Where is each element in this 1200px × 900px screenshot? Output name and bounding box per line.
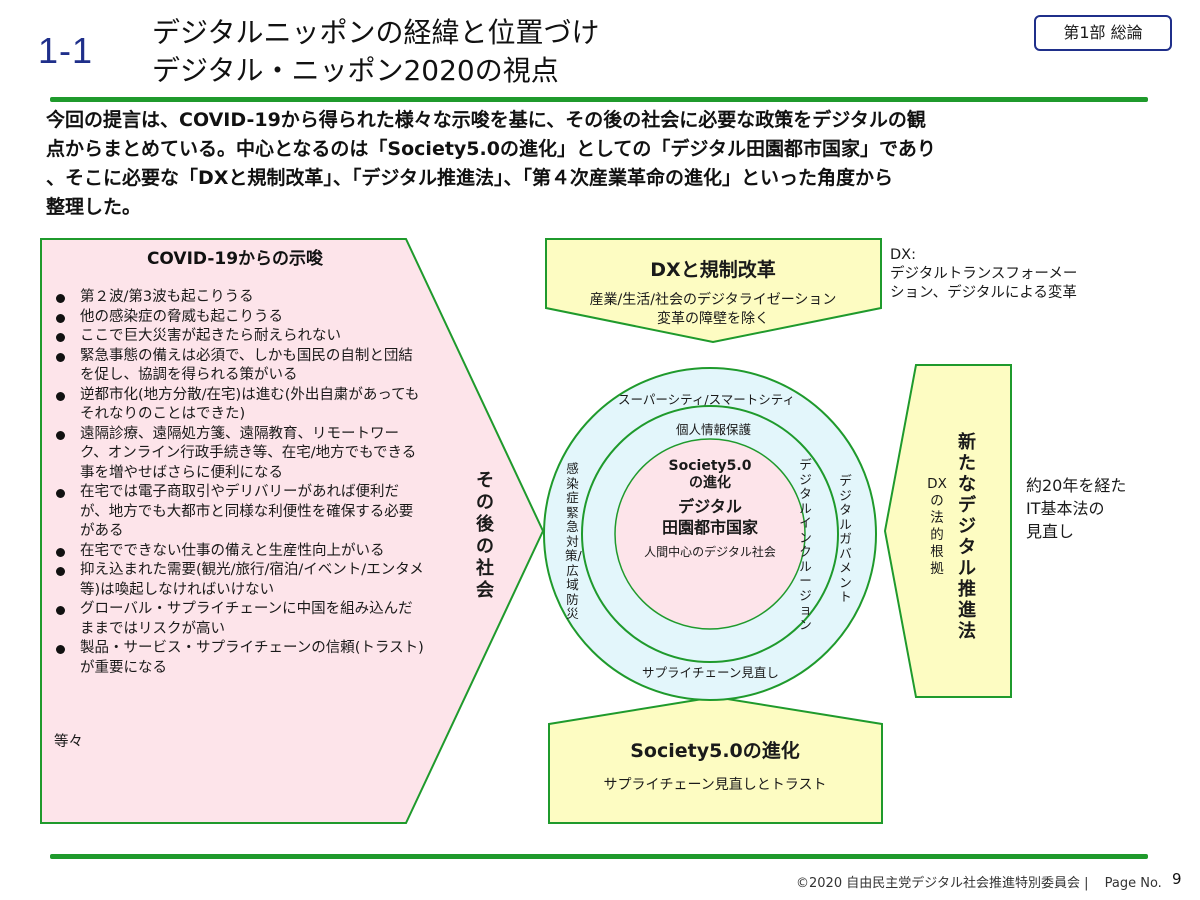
page-label: Page No.	[1104, 876, 1162, 891]
center-human-label: 人間中心のデジタル社会	[644, 545, 776, 559]
intro-line: 今回の提言は、COVID-19から得られた様々な示唆を基に、その後の社会に必要な…	[46, 109, 926, 131]
section-number: 1-1	[38, 30, 94, 71]
covid-etc: 等々	[54, 734, 83, 750]
part-badge: 第1部 総論	[1034, 15, 1172, 51]
top-divider	[50, 97, 1148, 102]
dx-note-line: デジタルトランスフォーメー	[890, 266, 1078, 282]
footer-copyright: ©2020 自由民主党デジタル社会推進特別委員会 | Page No.	[796, 872, 1162, 891]
middle-top-label: 個人情報保護	[676, 422, 752, 437]
dx-note: DX: デジタルトランスフォーメー ション、デジタルによる変革	[890, 246, 1140, 303]
outer-left-label: 感染症緊急対策/広域防災	[565, 461, 582, 621]
center-line: Society5.0	[668, 458, 752, 474]
list-item: 他の感染症の脅威も起こりうる	[54, 308, 426, 328]
intro-line: 、そこに必要な「DXと規制改革」、「デジタル推進法」、「第４次産業革命の進化」と…	[46, 167, 894, 189]
list-item: ここで巨大災害が起きたら耐えられない	[54, 327, 426, 347]
center-line: の進化	[689, 475, 731, 491]
concentric-diagram	[543, 367, 877, 701]
outer-right-label: デジタルガバメント	[839, 473, 852, 604]
intro-line: 点からまとめている。中心となるのは「Society5.0の進化」としての「デジタ…	[46, 138, 936, 160]
society5-description: サプライチェーン見直しとトラスト	[603, 777, 827, 793]
center-society-label: Society5.0 の進化	[640, 458, 780, 492]
dx-description: 産業/生活/社会のデジタライゼーション 変革の障壁を除く	[548, 291, 878, 329]
law-title: 新たなデジタル推進法	[958, 432, 976, 642]
list-item: 在宅でできない仕事の備えと生産性向上がいる	[54, 542, 426, 562]
intro-paragraph: 今回の提言は、COVID-19から得られた様々な示唆を基に、その後の社会に必要な…	[46, 106, 1156, 222]
dx-title: DXと規制改革	[650, 259, 776, 281]
page-title-line1: デジタルニッポンの経緯と位置づけ	[152, 16, 600, 49]
list-item: 緊急事態の備えは必須で、しかも国民の自制と団結を促し、協調を得られる策がいる	[54, 347, 426, 386]
outer-bottom-label: サプライチェーン見直し	[642, 665, 779, 680]
list-item: 在宅では電子商取引やデリバリーがあれば便利だが、地方でも大都市と同様な利便性を確…	[54, 483, 426, 542]
dx-box	[545, 238, 882, 343]
list-item: グローバル・サプライチェーンに中国を組み込んだままではリスクが高い	[54, 600, 426, 639]
it-note-line: IT基本法の	[1026, 499, 1105, 518]
covid-panel-title: COVID-19からの示唆	[146, 249, 324, 269]
page-title-line2: デジタル・ニッポン2020の視点	[152, 54, 559, 87]
page-number: 9	[1172, 870, 1182, 888]
dx-note-line: DX:	[890, 247, 916, 263]
center-line: デジタル	[678, 497, 742, 516]
it-note-line: 約20年を経た	[1026, 476, 1127, 495]
bottom-divider	[50, 854, 1148, 859]
covid-implications-list: 第２波/第3波も起こりうる 他の感染症の脅威も起こりうる ここで巨大災害が起きた…	[54, 288, 426, 678]
it-law-note: 約20年を経た IT基本法の 見直し	[1026, 474, 1176, 543]
center-line: 田園都市国家	[661, 518, 758, 537]
intro-line: 整理した。	[46, 196, 142, 218]
dx-note-line: ション、デジタルによる変革	[890, 285, 1077, 301]
list-item: 第２波/第3波も起こりうる	[54, 288, 426, 308]
inner-circle	[614, 438, 806, 630]
after-society-label: その後の社会	[476, 470, 494, 601]
covid-panel	[40, 238, 545, 824]
dx-desc-line: 変革の障壁を除く	[657, 311, 769, 327]
center-digital-label: デジタル 田園都市国家	[620, 496, 800, 538]
dx-desc-line: 産業/生活/社会のデジタライゼーション	[589, 292, 837, 308]
law-subtitle: DXの法的根拠	[927, 476, 947, 577]
society5-box	[548, 696, 883, 824]
list-item: 抑え込まれた需要(観光/旅行/宿泊/イベント/エンタメ等)は喚起しなければいけな…	[54, 561, 426, 600]
outer-top-label: スーパーシティ/スマートシティ	[618, 392, 795, 407]
law-box	[884, 364, 1012, 698]
list-item: 遠隔診療、遠隔処方箋、遠隔教育、リモートワーク、オンライン行政手続き等、在宅/地…	[54, 425, 426, 484]
it-note-line: 見直し	[1026, 522, 1075, 541]
list-item: 製品・サービス・サプライチェーンの信頼(トラスト)が重要になる	[54, 639, 426, 678]
copyright-text: ©2020 自由民主党デジタル社会推進特別委員会 |	[796, 876, 1089, 891]
list-item: 逆都市化(地方分散/在宅)は進む(外出自粛があってもそれなりのことはできた)	[54, 386, 426, 425]
middle-right-label: デジタルインクルージョン	[799, 457, 812, 632]
society5-title: Society5.0の進化	[630, 740, 800, 762]
